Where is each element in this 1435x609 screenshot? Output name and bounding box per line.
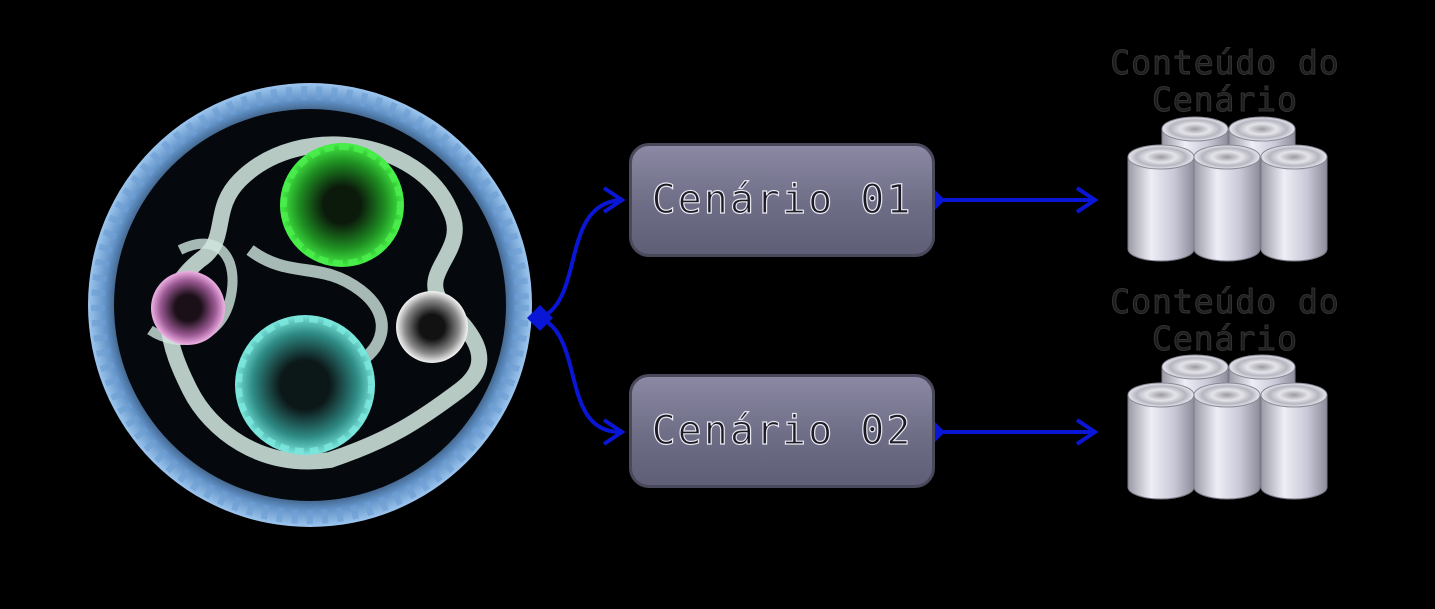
- cylinder-top: [1228, 116, 1296, 142]
- cylinder-body: [1193, 156, 1261, 262]
- scenario-01-connector: [921, 186, 1099, 214]
- arrow-icon: [1075, 418, 1099, 446]
- arrow-icon: [602, 186, 626, 214]
- cylinder-body: [1127, 156, 1195, 262]
- cylinder-top: [1161, 354, 1229, 380]
- cylinder-top: [1193, 144, 1261, 170]
- cylinder-top: [1127, 382, 1195, 408]
- organelle-green: [280, 143, 404, 267]
- scenario-02-content-title: Conteúdo do Cenário: [1110, 282, 1340, 358]
- scenario-02-connector: [921, 418, 1099, 446]
- arrow-icon: [602, 418, 626, 446]
- organelle-pink: [151, 271, 225, 345]
- cylinder-body: [1260, 156, 1328, 262]
- connector-to-scenario-01: [539, 198, 621, 320]
- cylinder-top: [1161, 116, 1229, 142]
- cell-interior: [114, 109, 506, 501]
- scenario-01-content-title: Conteúdo do Cenário: [1110, 43, 1340, 119]
- diamond-connector-icon: [527, 305, 553, 331]
- cylinder-top: [1260, 144, 1328, 170]
- scenario-01-box: Cenário 01: [629, 143, 935, 257]
- scenario-01-label: Cenário 01: [651, 176, 913, 223]
- cell-illustration: [88, 83, 532, 527]
- organelle-teal-ring: [236, 316, 374, 454]
- cylinder-top: [1228, 354, 1296, 380]
- cylinder-stack-icon: [1127, 116, 1328, 262]
- cylinder-body: [1193, 394, 1261, 500]
- organelle-white: [396, 291, 468, 363]
- cylinder-stack-icon: [1127, 354, 1328, 500]
- cytoplasm-strand: [246, 245, 388, 376]
- arrow-icon: [1075, 186, 1099, 214]
- scenario-02-box: Cenário 02: [629, 374, 935, 488]
- cylinder-top: [1260, 382, 1328, 408]
- cylinder-body: [1260, 394, 1328, 500]
- scenario-02-label: Cenário 02: [651, 407, 913, 454]
- organelle-green-ring: [281, 144, 403, 266]
- cylinder-top: [1193, 382, 1261, 408]
- cylinder-top: [1127, 144, 1195, 170]
- cell-connectors: [539, 198, 621, 434]
- cylinder-body: [1127, 394, 1195, 500]
- cell-membrane-texture: [91, 86, 529, 524]
- connector-to-scenario-02: [539, 316, 621, 434]
- organelle-teal: [235, 315, 375, 455]
